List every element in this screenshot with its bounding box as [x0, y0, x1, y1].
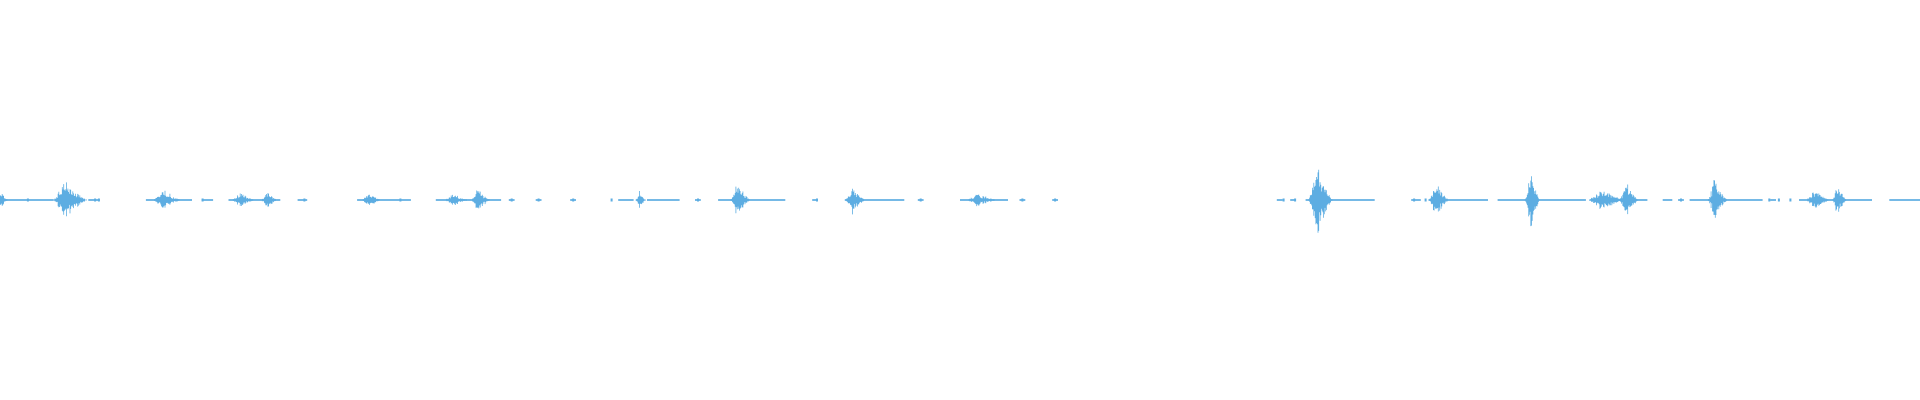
waveform-burst — [730, 186, 750, 214]
waveform-burst-samples — [1589, 191, 1625, 209]
waveform-dot — [537, 198, 540, 202]
waveform-dot — [1021, 198, 1024, 202]
waveform-burst-samples — [730, 186, 750, 214]
waveform-quiet-segment — [1276, 199, 1283, 201]
waveform-dot — [1294, 198, 1297, 202]
waveform-dot — [610, 198, 613, 202]
waveform-dot — [303, 198, 306, 202]
waveform-quiet-segment — [297, 199, 308, 201]
waveform-quiet-segment — [1770, 199, 1776, 201]
waveform-burst — [1832, 189, 1847, 212]
waveform-burst — [0, 194, 8, 206]
waveform-burst-samples — [445, 194, 467, 205]
waveform-dot — [94, 198, 97, 202]
waveform-burst-samples — [54, 182, 87, 217]
waveform-dot — [399, 198, 402, 202]
waveform-quiet-segment — [201, 199, 214, 201]
waveform-burst — [154, 190, 180, 208]
waveform-dot — [572, 198, 575, 202]
waveform-quiet-segment — [1305, 199, 1375, 201]
waveform-burst-samples — [1429, 186, 1448, 212]
waveform-burst — [968, 194, 995, 207]
waveform-burst-samples — [1619, 184, 1638, 215]
waveform-burst-samples — [635, 191, 646, 208]
waveform-burst-samples — [0, 194, 8, 206]
waveform-burst — [1707, 180, 1727, 218]
waveform-burst-samples — [362, 194, 380, 205]
waveform-layer — [0, 169, 1920, 233]
waveform-dot — [1413, 198, 1416, 202]
waveform-burst-samples — [232, 193, 254, 206]
waveform-quiet-segment — [228, 199, 281, 201]
waveform-burst — [1807, 192, 1829, 208]
waveform-quiet-segment — [435, 199, 502, 201]
waveform-dot — [97, 198, 100, 202]
waveform-burst — [845, 188, 865, 215]
waveform-dot — [1777, 198, 1780, 202]
waveform-burst-samples — [1524, 176, 1540, 227]
waveform-quiet-segment — [647, 199, 680, 201]
waveform-quiet-segment — [1662, 199, 1673, 201]
waveform-burst-samples — [261, 193, 276, 207]
waveform-quiet-segment — [1428, 199, 1488, 201]
waveform-dot — [1680, 198, 1682, 202]
waveform-burst — [635, 191, 646, 208]
waveform-burst — [54, 182, 87, 217]
waveform-burst-samples — [472, 190, 490, 209]
waveform-dot — [1054, 198, 1057, 202]
waveform-dot — [26, 198, 29, 202]
waveform-burst-samples — [1308, 169, 1333, 233]
waveform-dot — [201, 198, 204, 202]
waveform-dot — [1282, 198, 1285, 202]
waveform-dot — [1789, 198, 1792, 202]
waveform-dot — [816, 198, 818, 202]
waveform-quiet-segment — [357, 199, 411, 201]
waveform-burst — [1308, 169, 1333, 233]
waveform-burst — [362, 194, 380, 205]
waveform-quiet-segment — [1290, 199, 1296, 201]
waveform-burst — [1619, 184, 1638, 215]
waveform-burst — [1524, 176, 1540, 227]
waveform-burst — [472, 190, 490, 209]
waveform-quiet-segment — [618, 199, 634, 201]
waveform-quiet-segment — [844, 199, 905, 201]
waveform-burst-samples — [1707, 180, 1727, 218]
waveform-burst — [1589, 191, 1625, 209]
waveform-quiet-segment — [812, 199, 818, 201]
waveform-quiet-segment — [88, 199, 100, 201]
waveform-burst-samples — [845, 188, 865, 215]
waveform-quiet-segment — [1411, 199, 1421, 201]
waveform-quiet-segment — [718, 199, 786, 201]
waveform-burst-samples — [968, 194, 995, 207]
waveform-dot — [510, 198, 513, 202]
waveform-burst — [1429, 186, 1448, 212]
waveform-quiet-segment — [1497, 199, 1586, 201]
waveform-burst-samples — [1807, 192, 1829, 208]
waveform-burst — [261, 193, 276, 207]
waveform-burst-samples — [154, 190, 180, 208]
waveform-dot — [919, 198, 922, 202]
waveform-quiet-segment — [1889, 199, 1920, 201]
waveform-burst-samples — [1832, 189, 1847, 212]
waveform-burst — [445, 194, 467, 205]
waveform-dot — [697, 198, 699, 202]
waveform-burst — [232, 193, 254, 206]
waveform-dot — [1424, 198, 1427, 202]
waveform-dot — [1768, 198, 1771, 202]
